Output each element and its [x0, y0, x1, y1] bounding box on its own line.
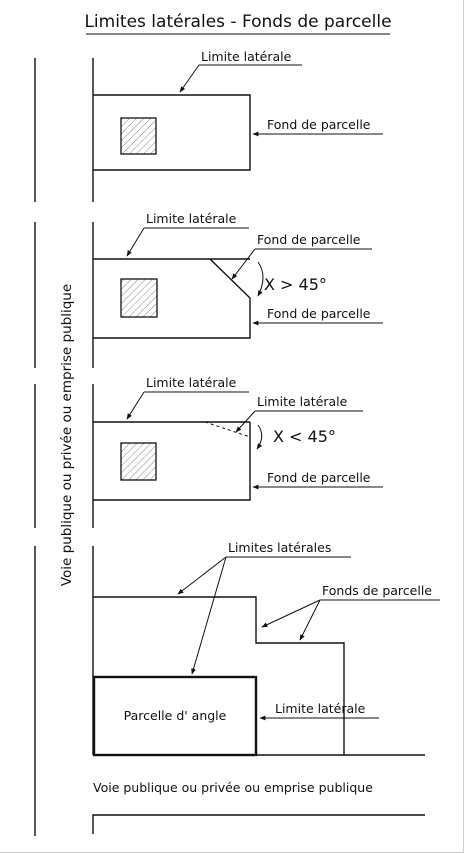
- building-footprint: [120, 117, 157, 155]
- corner-parcel: [92, 675, 258, 757]
- label-back-limit: Fond de parcelle: [267, 470, 371, 485]
- label-back-limit-bottom: Fond de parcelle: [267, 306, 371, 321]
- angle-arc: [257, 261, 264, 297]
- side-street-label: Voie publique ou privée ou emprise publi…: [59, 284, 75, 586]
- parcel-outline: [93, 258, 251, 339]
- bottom-street-label: Voie publique ou privée ou emprise publi…: [93, 780, 373, 795]
- label-lateral-limit: Limite latérale: [201, 49, 292, 64]
- label-back-limit: Fond de parcelle: [267, 117, 371, 132]
- building-footprint: [120, 442, 157, 481]
- panel-4: Parcelle d' angle Limites latérales Fond…: [92, 540, 440, 757]
- corner-parcel-label: Parcelle d' angle: [124, 708, 227, 723]
- label-lateral-limit: Limite latérale: [146, 211, 237, 226]
- diagram-title: Limites latérales - Fonds de parcelle: [84, 12, 391, 32]
- label-lateral-limits: Limites latérales: [228, 540, 331, 555]
- bottom-street-line: [92, 814, 425, 834]
- angle-label: X > 45°: [264, 275, 327, 294]
- building-footprint: [120, 278, 158, 318]
- panel-3: Limite latérale Limite latérale X < 45° …: [92, 375, 383, 528]
- angle-label: X < 45°: [273, 427, 336, 446]
- label-lateral-limit: Limite latérale: [146, 375, 237, 390]
- panel-2: Limite latérale Fond de parcelle X > 45°…: [92, 211, 383, 368]
- parcel-outline: [93, 422, 251, 501]
- label-back-limit-top: Fond de parcelle: [257, 232, 361, 247]
- parcel-outline: [93, 596, 345, 755]
- label-lateral-limit: Limite latérale: [275, 701, 366, 716]
- label-lateral-limit-2: Limite latérale: [257, 394, 348, 409]
- angle-arc: [256, 424, 263, 450]
- parcel-outline: [93, 94, 251, 171]
- label-back-limits: Fonds de parcelle: [322, 583, 432, 598]
- panel-1: Limite latérale Fond de parcelle: [92, 49, 383, 202]
